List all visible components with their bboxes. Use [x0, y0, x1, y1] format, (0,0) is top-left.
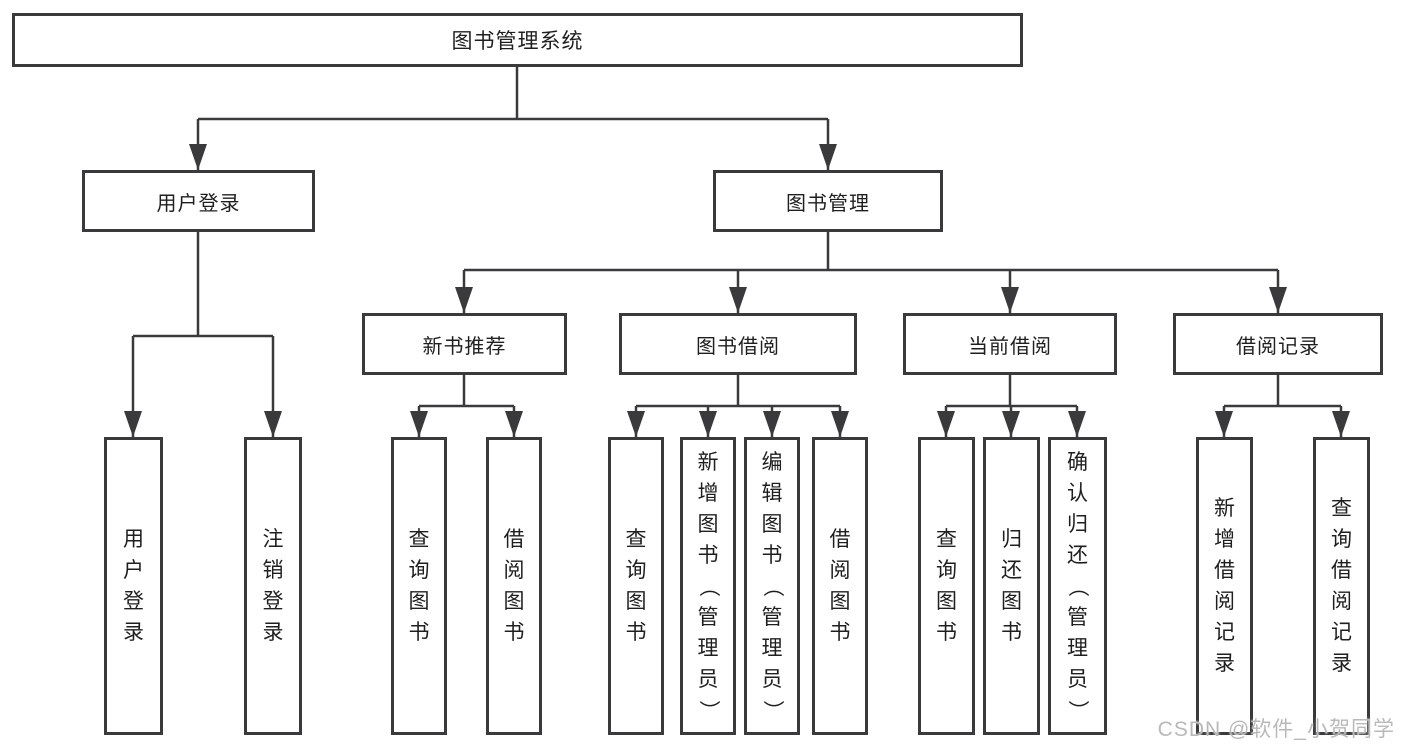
node-library-management-system: 图书管理系统: [12, 13, 1023, 67]
node-borrowing-records: 借阅记录: [1173, 313, 1383, 375]
leaf-recommend-query-books: 查询图书: [391, 437, 447, 735]
csdn-watermark: CSDN @软件_小贺同学: [1157, 718, 1395, 741]
leaf-borrow-borrow-books: 借阅图书: [812, 437, 868, 735]
node-book-borrowing: 图书借阅: [619, 313, 857, 375]
leaf-recommend-borrow-books: 借阅图书: [486, 437, 542, 735]
leaf-borrow-edit-books-admin: 编辑图书（管理员）: [744, 437, 800, 735]
leaf-current-return-books: 归还图书: [983, 437, 1040, 735]
node-book-management: 图书管理: [713, 170, 943, 232]
node-current-borrowing: 当前借阅: [903, 313, 1117, 375]
leaf-current-query-books: 查询图书: [918, 437, 975, 735]
node-user-login: 用户登录: [82, 170, 315, 232]
leaf-records-add-record: 新增借阅记录: [1196, 437, 1253, 735]
leaf-user-login: 用户登录: [104, 437, 163, 735]
leaf-borrow-add-books-admin: 新增图书（管理员）: [680, 437, 736, 735]
leaf-logout: 注销登录: [244, 437, 302, 735]
node-new-book-recommend: 新书推荐: [362, 313, 567, 375]
leaf-borrow-query-books: 查询图书: [608, 437, 664, 735]
leaf-current-confirm-return-admin: 确认归还（管理员）: [1048, 437, 1107, 735]
leaf-records-query-record: 查询借阅记录: [1313, 437, 1370, 735]
